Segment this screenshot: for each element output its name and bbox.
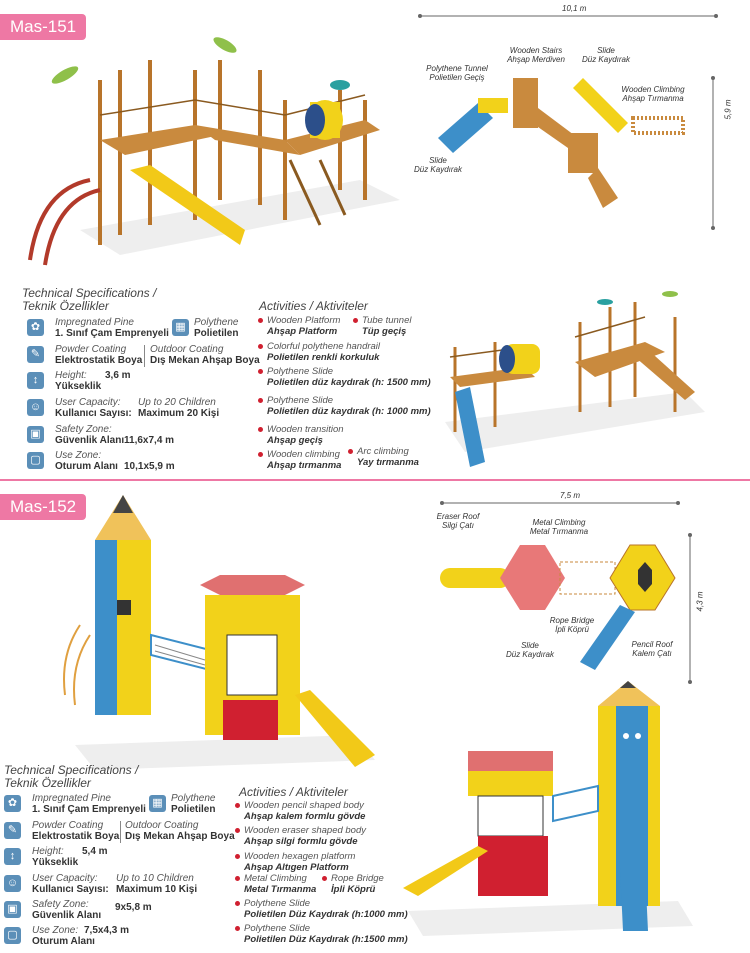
spec-capacity: User Capacity:Kullanıcı Sayısı:	[32, 873, 109, 895]
polythene-icon: ▦	[149, 795, 166, 812]
spec-use: Use Zone:Oturum Alanı	[32, 925, 95, 947]
divider	[144, 345, 145, 367]
safety-zone-icon: ▣	[27, 426, 44, 443]
users-icon: ☺	[27, 399, 44, 416]
spec-capacity: User Capacity:Kullanıcı Sayısı:	[55, 397, 132, 419]
product-code-tag: Mas-152	[0, 494, 87, 520]
plan-view-mas152	[440, 501, 692, 684]
use-zone-icon: ▢	[27, 452, 44, 469]
spec-safety: Safety Zone:Güvenlik Alanı	[55, 424, 125, 446]
height-icon: ↕	[27, 372, 44, 389]
product-render-mas151-alt	[445, 291, 705, 467]
users-icon: ☺	[4, 875, 21, 892]
product-render-mas152	[63, 495, 375, 770]
spec-height: Height:Yükseklik	[55, 370, 102, 392]
safety-zone-icon: ▣	[4, 901, 21, 918]
section-divider	[0, 479, 750, 481]
use-value: 7,5x4,3 m	[84, 925, 130, 936]
pine-icon: ✿	[4, 795, 21, 812]
divider	[120, 821, 121, 843]
spec-title: Technical Specifications /Teknik Özellik…	[22, 286, 157, 313]
safety-value: 11,6x7,4 m	[124, 435, 175, 446]
spec-use: Use Zone:Oturum Alanı	[55, 450, 118, 472]
spec-height: Height:Yükseklik	[32, 846, 79, 868]
spec-title: Technical Specifications /Teknik Özellik…	[4, 763, 139, 790]
polythene-icon: ▦	[172, 319, 189, 336]
product-render-mas152-alt	[403, 681, 693, 936]
paint-icon: ✎	[27, 346, 44, 363]
use-zone-icon: ▢	[4, 927, 21, 944]
plan-width: 10,1 m	[562, 4, 587, 13]
activities-title: Activities / Aktiviteler	[259, 299, 368, 313]
plan-width: 7,5 m	[560, 491, 581, 500]
height-value: 3,6 m	[105, 370, 131, 381]
paint-icon: ✎	[4, 822, 21, 839]
spec-safety: Safety Zone:Güvenlik Alanı	[32, 899, 102, 921]
pine-icon: ✿	[27, 319, 44, 336]
product-render-mas151	[28, 37, 400, 266]
plan-height: 5,9 m	[723, 99, 733, 120]
use-value: 10,1x5,9 m	[124, 461, 175, 472]
height-icon: ↕	[4, 848, 21, 865]
plan-height: 4,3 m	[695, 591, 705, 612]
height-value: 5,4 m	[82, 846, 108, 857]
plan-view-mas151	[418, 14, 718, 230]
safety-value: 9x5,8 m	[115, 902, 152, 913]
activities-title: Activities / Aktiviteler	[239, 785, 348, 799]
product-code-tag: Mas-151	[0, 14, 87, 40]
